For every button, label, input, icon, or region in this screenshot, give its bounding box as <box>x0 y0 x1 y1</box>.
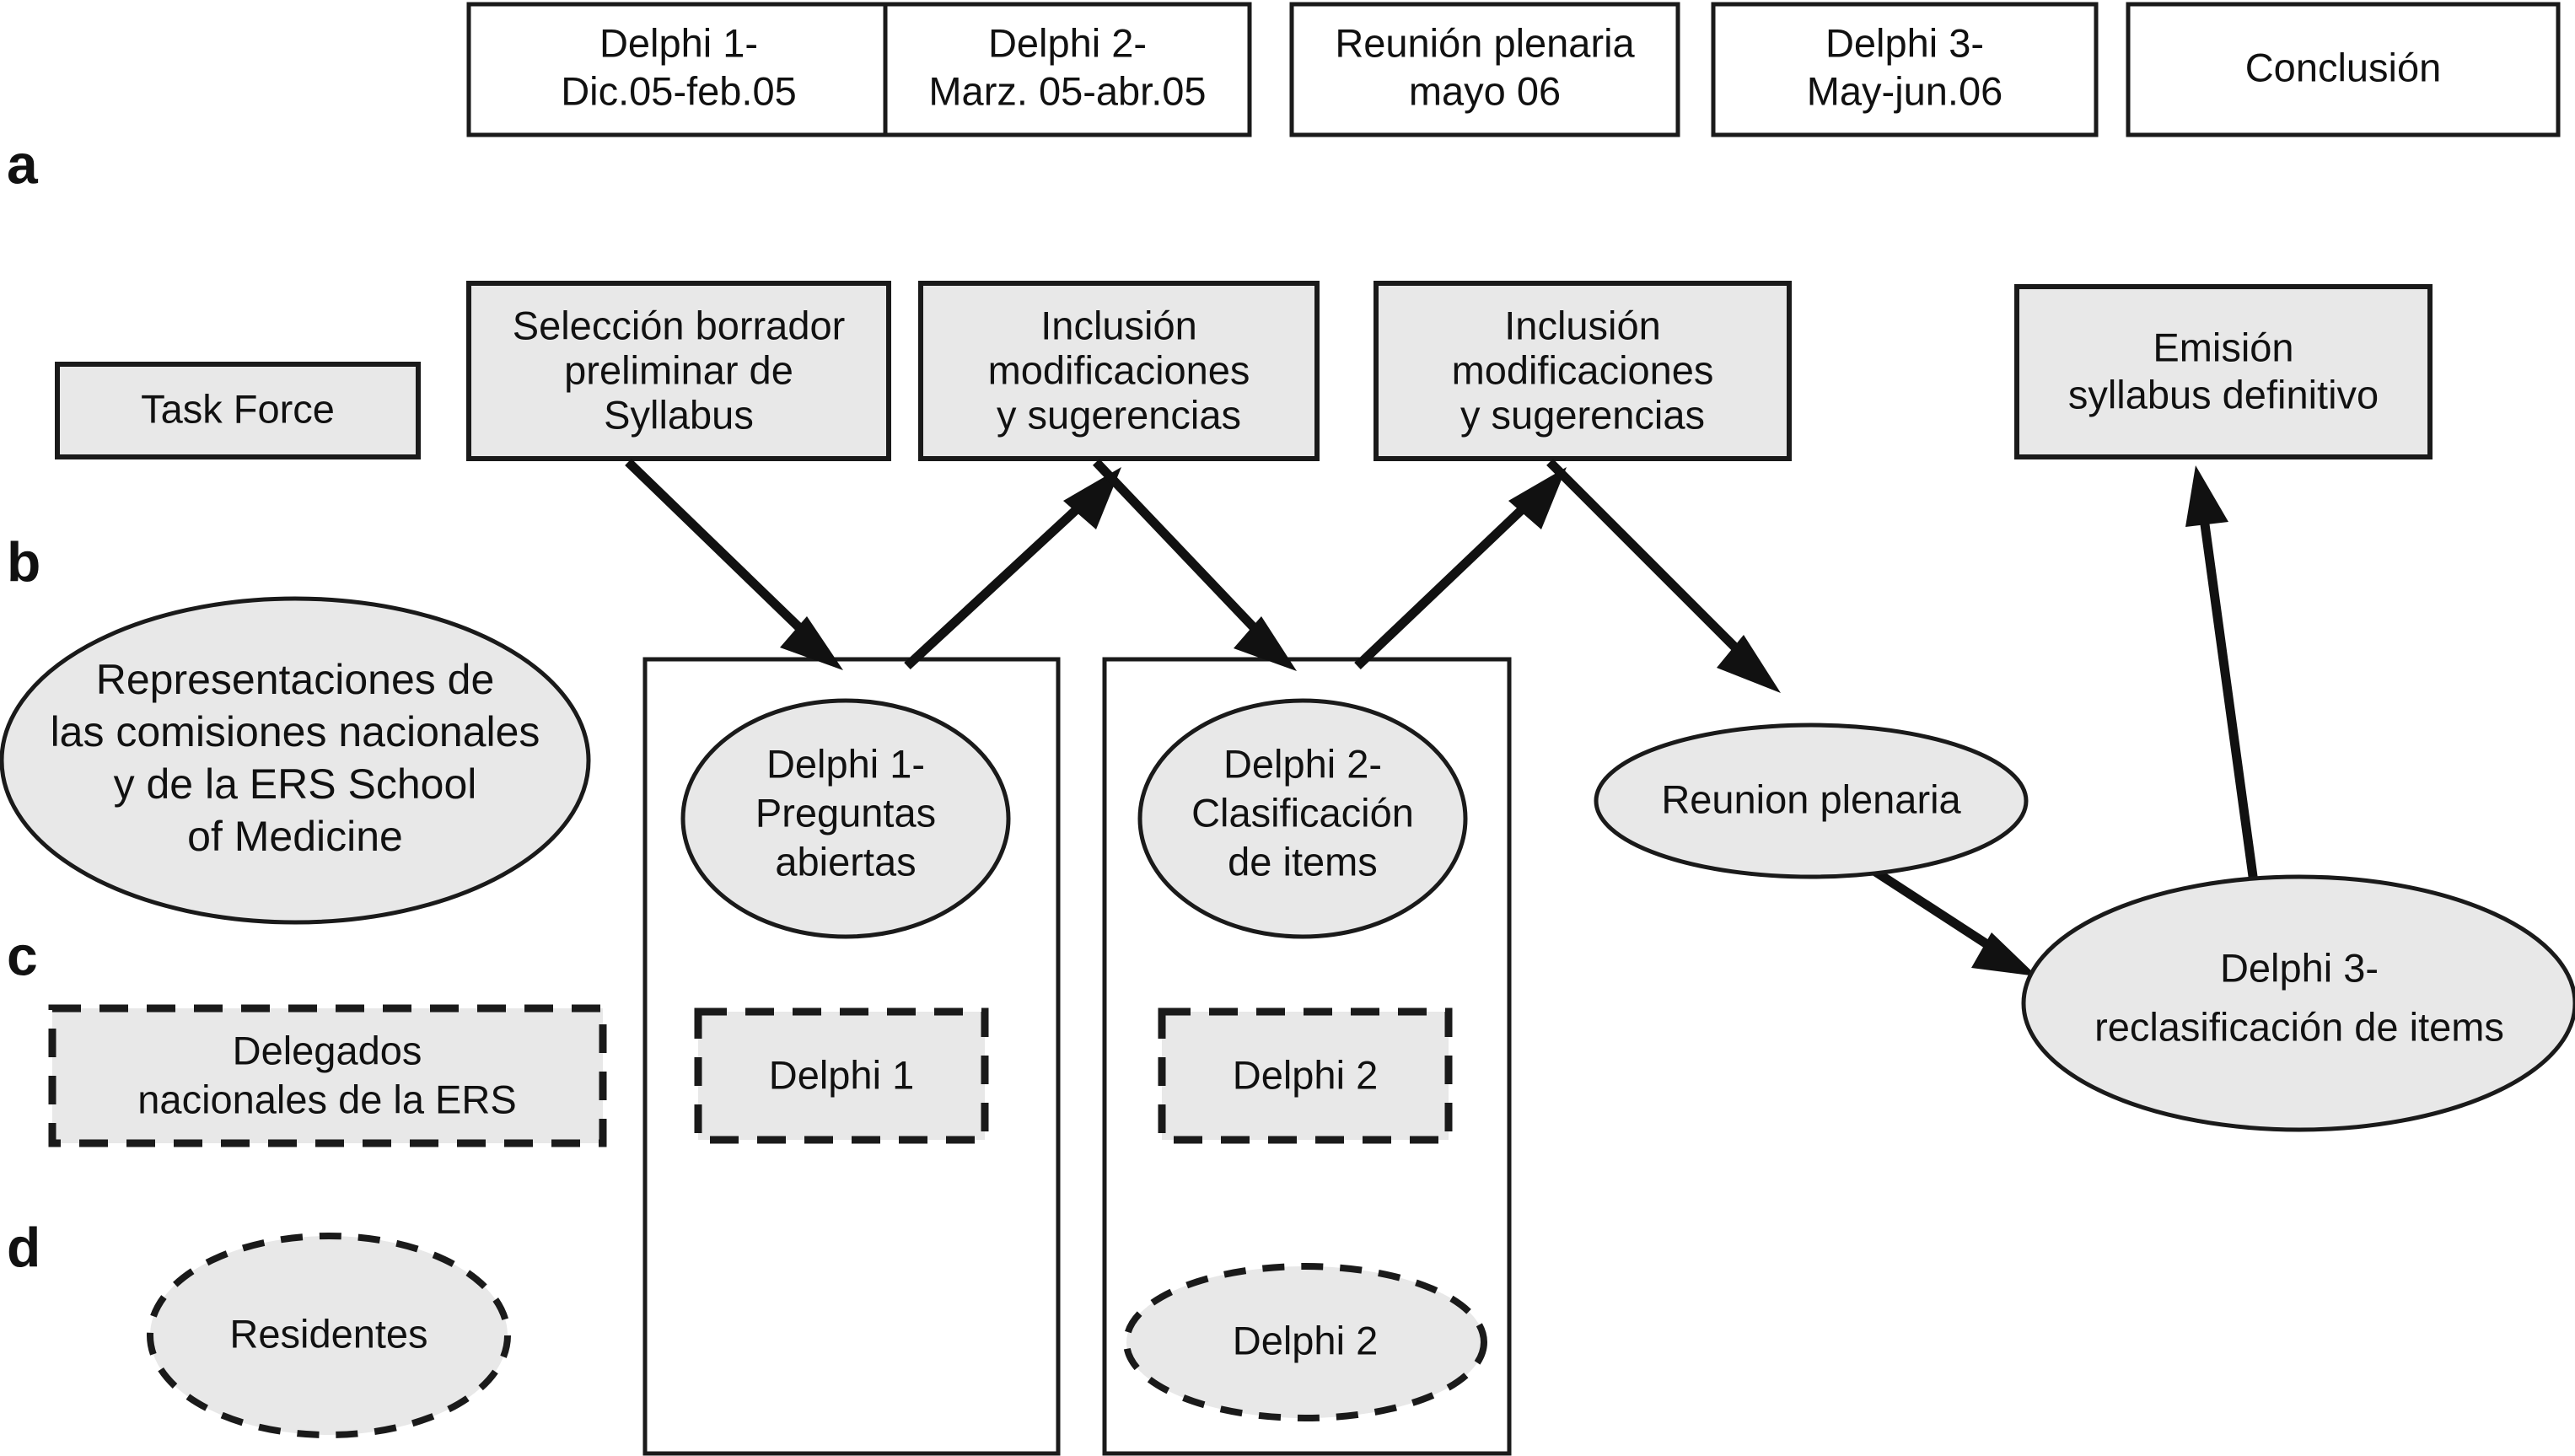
timeline-box-delphi1[interactable] <box>466 2 891 137</box>
delphi2-column <box>1102 657 1512 1456</box>
stage-box-seleccion-borrador-line1: Selección borrador <box>513 303 846 347</box>
timeline-box-delphi2-line1: Delphi 2- <box>988 20 1147 65</box>
dotted-ellipse-delphi2[interactable] <box>1123 1263 1487 1421</box>
stage-box-seleccion-borrador[interactable] <box>466 281 891 461</box>
timeline-box-reunion-line2: mayo 06 <box>1409 68 1561 113</box>
stage-box-task-force-line1: Task Force <box>141 386 335 431</box>
dotted-ellipse-residentes-line1: Residentes <box>229 1311 427 1356</box>
ellipse-delphi3-reclasificacion-line2: reclasificación de items <box>2094 1004 2504 1049</box>
ellipse-representaciones-line4: of Medicine <box>187 813 403 860</box>
timeline-box-delphi2-line2: Marz. 05-abr.05 <box>928 68 1206 113</box>
stage-box-inclusion-2-line2: modificaciones <box>1452 347 1714 392</box>
stage-box-seleccion-borrador-line3: Syllabus <box>604 392 754 437</box>
stage-box-seleccion-borrador-line2: preliminar de <box>564 347 793 392</box>
ellipse-delphi1-preguntas-line3: abiertas <box>775 839 916 884</box>
dashed-box-delphi1-line1: Delphi 1 <box>769 1052 914 1097</box>
arrow-delphi1-to-inclusion1 <box>904 467 1121 670</box>
ellipse-delphi1-preguntas-line2: Preguntas <box>755 790 936 835</box>
arrow-inclusion1-to-delphi2 <box>1093 459 1297 671</box>
arrow-inclusion2-to-reunion <box>1546 459 1781 693</box>
stage-box-inclusion-2-line3: y sugerencias <box>1460 392 1705 437</box>
ellipse-delphi2-clasificacion-line2: Clasificación <box>1191 790 1414 835</box>
ellipse-delphi1-preguntas[interactable] <box>680 698 1011 939</box>
arrow-delphi2-to-inclusion2 <box>1354 467 1567 669</box>
row-label-d: d <box>7 1216 40 1278</box>
delphi1-column <box>642 657 1061 1456</box>
arrow-delphi3-to-emision <box>2185 465 2265 927</box>
ellipse-representaciones[interactable] <box>0 596 591 925</box>
stage-box-inclusion-2[interactable] <box>1374 281 1792 461</box>
row-label-c: c <box>7 924 38 986</box>
timeline-box-delphi3[interactable] <box>1711 2 2099 137</box>
ellipse-representaciones-line2: las comisiones nacionales <box>51 708 540 755</box>
timeline-box-conclusion[interactable] <box>2126 2 2561 137</box>
dashed-box-delphi2[interactable] <box>1158 1007 1453 1144</box>
timeline-box-delphi1-line2: Dic.05-feb.05 <box>561 68 797 113</box>
stage-box-inclusion-1-line3: y sugerencias <box>997 392 1241 437</box>
dashed-box-delegados-line2: nacionales de la ERS <box>137 1077 516 1121</box>
stage-box-emision-syllabus-line1: Emisión <box>2153 325 2293 369</box>
stage-box-task-force[interactable] <box>55 362 421 459</box>
ellipse-delphi2-clasificacion[interactable] <box>1137 698 1468 939</box>
timeline-box-delphi3-line2: May-jun.06 <box>1807 68 2003 113</box>
timeline-box-delphi1-line1: Delphi 1- <box>599 20 758 65</box>
ellipse-delphi3-reclasificacion-line1: Delphi 3- <box>2220 945 2379 990</box>
dotted-ellipse-residentes[interactable] <box>147 1233 511 1438</box>
ellipse-representaciones-line3: y de la ERS School <box>114 760 477 808</box>
stage-box-inclusion-1-line2: modificaciones <box>988 347 1250 392</box>
ellipse-reunion-plenaria-line1: Reunion plenaria <box>1661 776 1961 821</box>
dashed-box-delphi2-line1: Delphi 2 <box>1233 1052 1378 1097</box>
stage-box-inclusion-2-line1: Inclusión <box>1504 303 1661 347</box>
dashed-box-delphi1[interactable] <box>694 1007 989 1144</box>
arrow-seleccion-to-delphi1 <box>625 459 843 670</box>
stage-box-inclusion-1[interactable] <box>918 281 1320 461</box>
timeline-box-conclusion-line1: Conclusión <box>2245 45 2442 89</box>
timeline-box-delphi2[interactable] <box>883 2 1252 137</box>
ellipse-delphi1-preguntas-line1: Delphi 1- <box>766 741 925 786</box>
ellipse-delphi3-reclasificacion[interactable] <box>2021 874 2575 1132</box>
stage-box-emision-syllabus[interactable] <box>2014 284 2433 459</box>
ellipse-delphi2-clasificacion-line3: de items <box>1228 839 1378 884</box>
row-label-a: a <box>7 132 39 195</box>
stage-box-emision-syllabus-line2: syllabus definitivo <box>2068 372 2379 416</box>
ellipse-delphi2-clasificacion-line1: Delphi 2- <box>1223 741 1382 786</box>
dashed-box-delegados-line1: Delegados <box>233 1028 422 1072</box>
stage-box-inclusion-1-line1: Inclusión <box>1040 303 1197 347</box>
ellipse-representaciones-line1: Representaciones de <box>96 656 495 703</box>
timeline-box-reunion[interactable] <box>1289 2 1680 137</box>
dotted-ellipse-delphi2-line1: Delphi 2 <box>1233 1318 1378 1362</box>
dashed-box-delegados[interactable] <box>48 1004 607 1147</box>
timeline-box-delphi3-line1: Delphi 3- <box>1825 20 1984 65</box>
row-label-b: b <box>7 530 40 593</box>
timeline-box-reunion-line1: Reunión plenaria <box>1335 20 1635 65</box>
ellipse-reunion-plenaria[interactable] <box>1594 723 2029 879</box>
